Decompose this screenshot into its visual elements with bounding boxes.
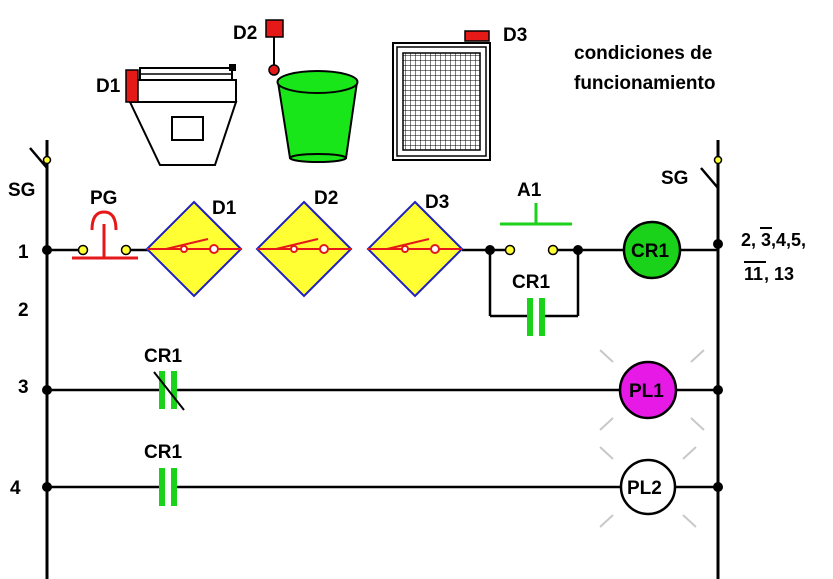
cross-ref-line1-b: 3 (761, 230, 771, 250)
pilot-light-pl1 (599, 349, 705, 431)
device-label-d2: D2 (233, 23, 257, 44)
rung-4-wiring (42, 482, 723, 492)
sensor-d3 (464, 30, 490, 42)
cr1-rung3-label: CR1 (144, 346, 182, 367)
supply-switch-left-label: SG (8, 180, 35, 201)
pilot-light-pl2 (599, 446, 697, 528)
limit-switch-d1 (145, 200, 243, 298)
hopper-d1-drawing (125, 64, 238, 166)
cr1-seal-label: CR1 (512, 272, 550, 293)
cross-ref-line1-a: 2, (741, 230, 756, 250)
cr1-coil-label: CR1 (631, 241, 669, 262)
device-label-d1: D1 (96, 76, 121, 97)
cr1-nc-contact (153, 371, 185, 411)
cross-reference: 2, 3 ,4,5, 11 , 13 (741, 227, 806, 284)
limit-switch-d2-label: D2 (314, 188, 338, 209)
left-rail (29, 140, 52, 579)
title-line-1: condiciones de (574, 43, 712, 64)
cross-ref-line2-b: , 13 (764, 264, 794, 284)
pl2-label: PL2 (627, 478, 662, 499)
cross-ref-line1-c: ,4,5, (771, 230, 806, 250)
rung-number-4: 4 (10, 478, 21, 499)
pg-label: PG (90, 188, 117, 209)
limit-switch-d3-label: D3 (425, 192, 449, 213)
limit-switch-d3 (366, 200, 464, 298)
rung-1-wiring (42, 239, 723, 318)
device-label-d3: D3 (503, 25, 527, 46)
limit-switch-d1-label: D1 (212, 198, 237, 219)
bucket-d2-drawing (265, 19, 359, 163)
cr1-coil (622, 220, 682, 280)
cr1-rung4-label: CR1 (144, 442, 182, 463)
limit-switch-d2 (255, 200, 353, 298)
a1-pushbutton (500, 203, 572, 256)
right-rail (700, 140, 723, 579)
screen-d3-drawing (392, 30, 491, 161)
rung-number-3: 3 (18, 377, 29, 398)
sensor-d2 (265, 19, 284, 38)
title-line-2: funcionamiento (574, 73, 715, 94)
a1-label: A1 (517, 180, 542, 201)
supply-switch-right-label: SG (661, 168, 688, 189)
cr1-no-contact (159, 468, 177, 506)
pl1-label: PL1 (629, 381, 664, 402)
rung-number-2: 2 (18, 300, 29, 321)
rung-number-1: 1 (18, 242, 29, 263)
pg-pushbutton (72, 210, 138, 260)
rung-3-wiring (42, 385, 723, 395)
cr1-seal-contact (527, 298, 545, 336)
cross-ref-line2-a: 11 (744, 264, 763, 284)
sensor-d1 (125, 69, 139, 103)
